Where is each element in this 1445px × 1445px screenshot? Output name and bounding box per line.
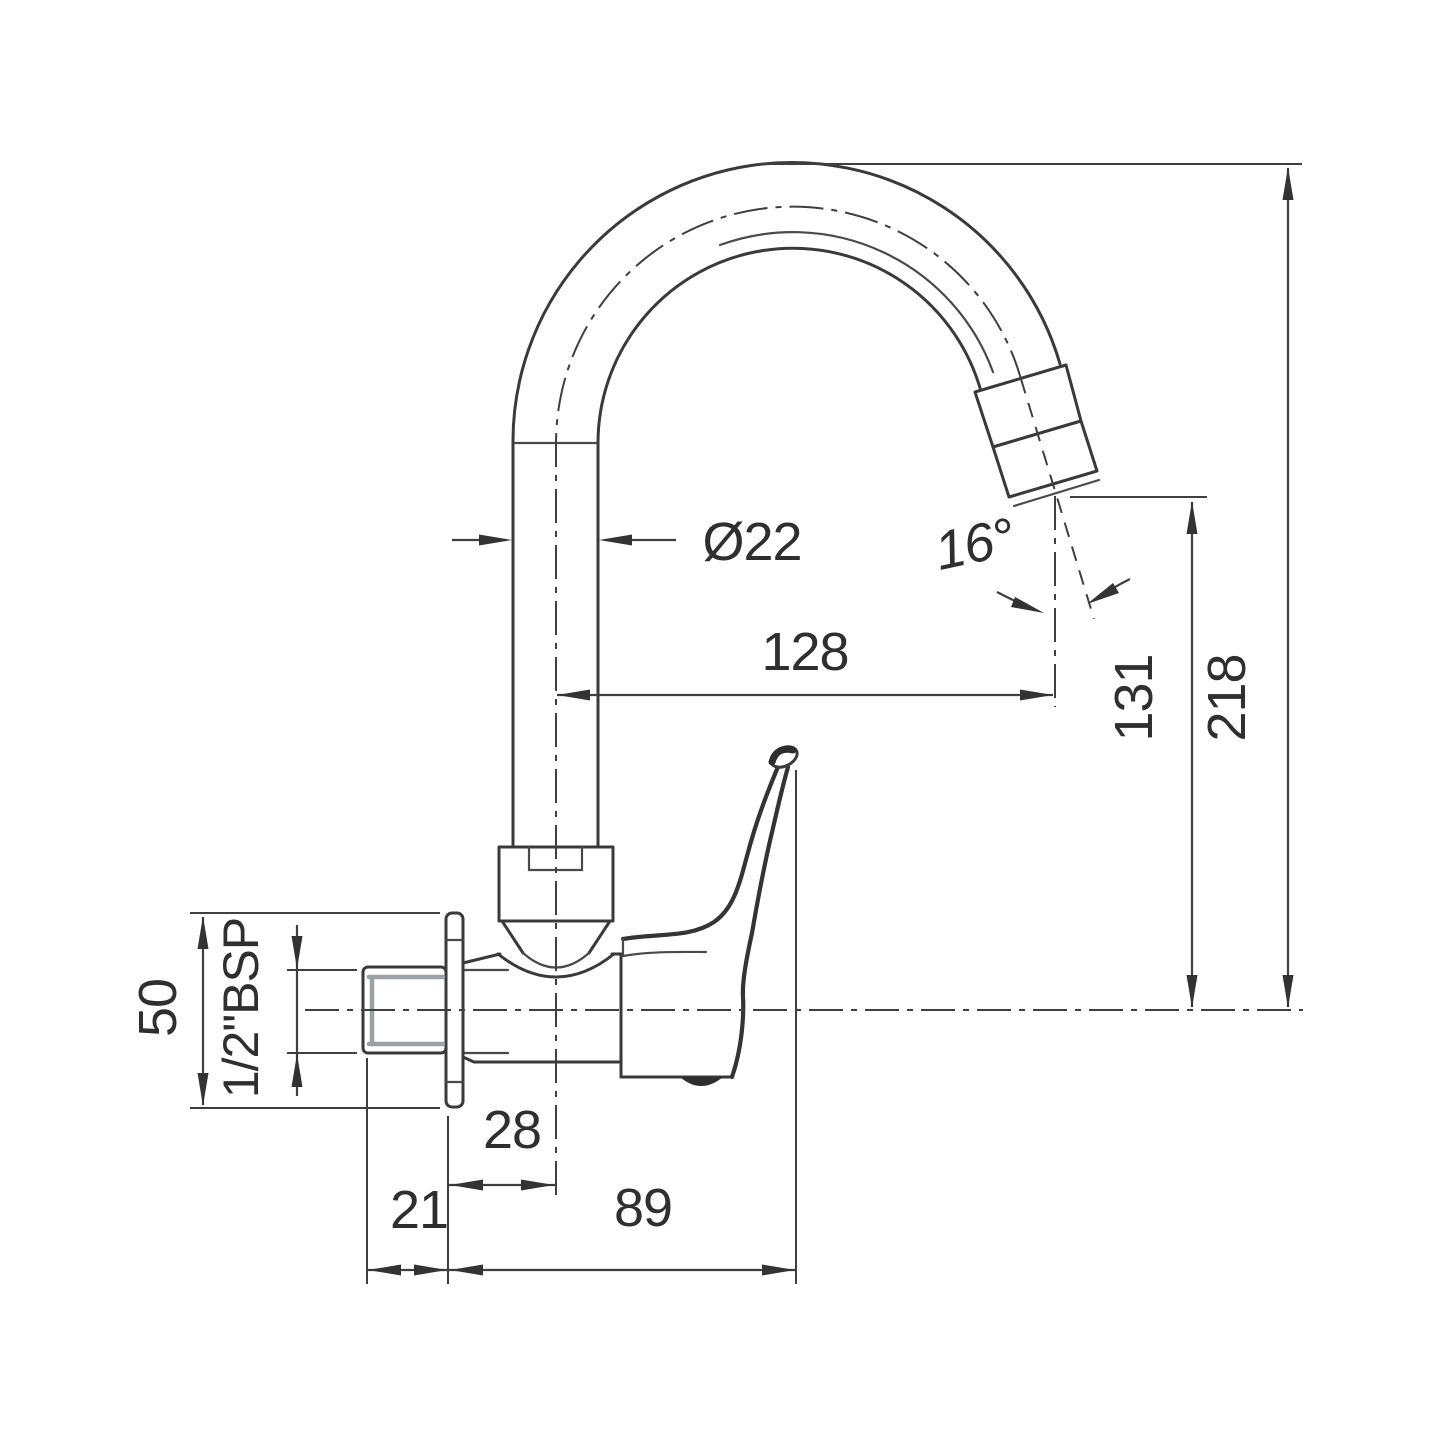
dim-label-flange-height: 50 xyxy=(128,979,188,1037)
spout-axis-centerline xyxy=(554,205,1022,1195)
dim-label-spout-diameter: Ø22 xyxy=(702,512,801,572)
arrowhead xyxy=(1020,689,1053,701)
arrowhead xyxy=(197,916,209,949)
dim-label-outlet-angle: 16° xyxy=(930,507,1020,582)
dimension-labels: Ø22 16° 128 131 218 50 1/2"BSP 28 21 89 xyxy=(128,507,1257,1240)
spout-outer-edge xyxy=(511,160,1062,447)
arrowhead xyxy=(1282,975,1294,1008)
nut-taper-left xyxy=(500,919,525,955)
arrowhead xyxy=(1011,597,1044,613)
arrowhead xyxy=(479,534,512,546)
outlet-tilted-axis xyxy=(1020,378,1095,620)
dim-label-wall-to-handle: 89 xyxy=(614,1178,672,1238)
arrowhead xyxy=(291,1054,303,1087)
body-top-edge-left xyxy=(461,952,502,965)
arrowhead xyxy=(197,1073,209,1106)
spout-inner-highlight xyxy=(718,231,995,374)
spout-assembly xyxy=(511,160,1101,849)
arrowhead xyxy=(291,936,303,969)
arrowhead xyxy=(557,689,590,701)
arrowhead xyxy=(1186,975,1198,1008)
spout-inner-edge xyxy=(596,246,982,447)
dim-label-wall-to-center: 28 xyxy=(483,1100,541,1160)
arrowhead xyxy=(1282,167,1294,200)
aerator-outlet-face xyxy=(1012,478,1101,508)
dim-label-spout-reach: 128 xyxy=(761,622,848,682)
lever-base-bottom-edge xyxy=(621,950,708,958)
arrowhead xyxy=(599,534,632,546)
lever-tip-knob-shading xyxy=(768,745,797,766)
dim-label-overall-height: 218 xyxy=(1197,654,1257,741)
dim-label-inlet-thread: 1/2"BSP xyxy=(213,918,269,1098)
lever-upper-edge xyxy=(620,759,783,942)
valve-body xyxy=(461,845,734,1086)
arrowhead xyxy=(762,1264,795,1276)
arrowhead xyxy=(450,1179,483,1191)
arrowhead xyxy=(1087,583,1119,604)
lever-lower-edge xyxy=(729,764,791,1080)
body-bottom-edge xyxy=(461,1055,623,1064)
arrowhead xyxy=(1186,501,1198,534)
wall-mount xyxy=(361,911,465,1109)
centerlines xyxy=(305,205,1303,1195)
tee-fillet-outer xyxy=(496,952,616,979)
nut-taper-right xyxy=(587,919,612,955)
dim-label-outlet-height: 131 xyxy=(1104,654,1164,741)
arrowhead xyxy=(521,1179,554,1191)
arrowhead xyxy=(368,1264,401,1276)
handle-lever xyxy=(620,745,799,1080)
extension-lines xyxy=(190,163,1302,1284)
bottom-screw-cap xyxy=(680,1077,723,1086)
dimension-lines xyxy=(197,167,1294,1276)
dim-label-thread-length: 21 xyxy=(390,1180,448,1240)
arrowhead xyxy=(450,1264,483,1276)
arrowhead xyxy=(414,1264,447,1276)
